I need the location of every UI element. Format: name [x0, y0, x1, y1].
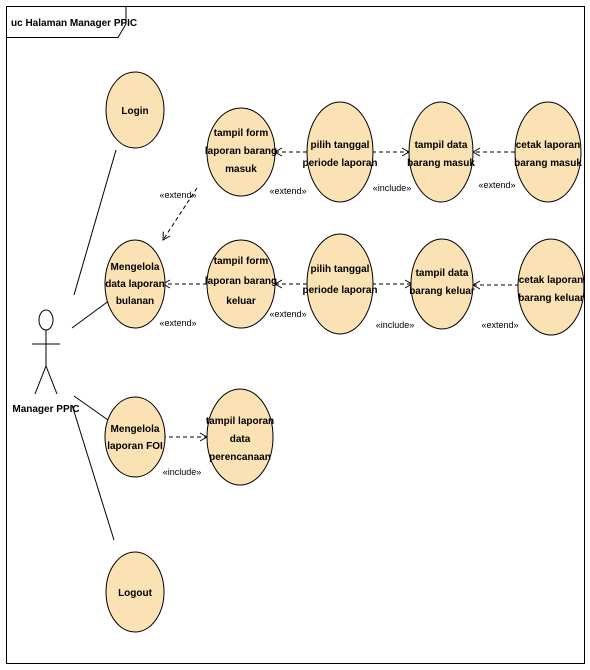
svg-text:keluar: keluar: [226, 296, 256, 307]
svg-text:barang masuk: barang masuk: [407, 158, 475, 169]
svg-text:pilih tanggal: pilih tanggal: [311, 140, 370, 151]
svg-text:barang keluar: barang keluar: [518, 293, 584, 304]
assoc-mengelola-data: [71, 299, 111, 329]
extend-label-5: «extend»: [269, 309, 306, 319]
svg-text:tampil form: tampil form: [214, 128, 269, 139]
usecase-tampil-form-laporan-barang-masuk: tampil form laporan barang masuk: [205, 107, 277, 197]
svg-text:cetak laporan: cetak laporan: [516, 140, 580, 151]
frame-title-tab: [6, 6, 127, 38]
svg-text:tampil laporan: tampil laporan: [206, 416, 274, 427]
usecase-logout: Logout: [105, 551, 165, 633]
extend-label-1: «extend»: [159, 190, 196, 200]
usecase-cetak-laporan-barang-masuk: cetak laporan barang masuk: [514, 101, 582, 203]
actor-figure: [32, 309, 60, 395]
svg-text:masuk: masuk: [225, 164, 257, 175]
svg-text:barang keluar: barang keluar: [409, 286, 475, 297]
assoc-login: [73, 149, 117, 296]
svg-text:laporan barang: laporan barang: [205, 146, 277, 157]
svg-text:tampil form: tampil form: [214, 256, 269, 267]
usecase-tampil-data-barang-masuk: tampil data barang masuk: [407, 101, 475, 203]
include-label-2: «include»: [376, 320, 415, 330]
usecase-tampil-form-laporan-barang-keluar: tampil form laporan barang keluar: [205, 239, 277, 329]
usecase-mengelola-laporan-foi: Mengelola laporan FOI: [104, 396, 166, 478]
usecase-tampil-data-barang-keluar: tampil data barang keluar: [409, 238, 475, 330]
svg-text:Mengelola: Mengelola: [111, 262, 160, 273]
usecase-cetak-laporan-barang-keluar: cetak laporan barang keluar: [517, 238, 585, 336]
actor-label: Manager PPIC: [12, 404, 79, 415]
include-label-3: «include»: [163, 467, 202, 477]
svg-text:laporan FOI: laporan FOI: [107, 441, 163, 452]
dep-form-masuk-to-mengelola: [162, 187, 198, 241]
usecase-pilih-tanggal-periode-laporan-keluar: pilih tanggal periode laporan: [302, 233, 378, 335]
diagram-frame: [6, 6, 585, 664]
svg-text:bulanan: bulanan: [116, 296, 154, 307]
diagram-title: uc Halaman Manager PPIC: [11, 18, 137, 29]
extend-label-3: «extend»: [478, 180, 515, 190]
svg-text:perencanaan: perencanaan: [209, 452, 271, 463]
svg-text:periode laporan: periode laporan: [302, 158, 377, 169]
svg-text:laporan barang: laporan barang: [205, 276, 277, 287]
svg-text:tampil data: tampil data: [416, 268, 469, 279]
svg-text:Logout: Logout: [118, 588, 153, 599]
extend-label-4: «extend»: [159, 318, 196, 328]
svg-text:pilih tanggal: pilih tanggal: [311, 264, 370, 275]
extend-label-6: «extend»: [481, 320, 518, 330]
assoc-logout: [71, 404, 115, 541]
svg-text:tampil data: tampil data: [415, 140, 468, 151]
usecase-pilih-tanggal-periode-laporan-masuk: pilih tanggal periode laporan: [302, 101, 378, 203]
usecase-tampil-laporan-data-perencanaan: tampil laporan data perencanaan: [206, 388, 274, 486]
svg-text:Mengelola: Mengelola: [111, 424, 160, 435]
assoc-mengelola-foi: [73, 395, 109, 421]
extend-label-2: «extend»: [269, 186, 306, 196]
svg-text:barang masuk: barang masuk: [514, 158, 582, 169]
usecase-login: Login: [105, 71, 165, 149]
svg-text:cetak laporan: cetak laporan: [519, 275, 583, 286]
svg-text:Login: Login: [121, 106, 148, 117]
include-label-1: «include»: [373, 183, 412, 193]
svg-text:periode laporan: periode laporan: [302, 285, 377, 296]
svg-text:data laporan: data laporan: [105, 279, 164, 290]
usecase-mengelola-data-laporan-bulanan: Mengelola data laporan bulanan: [104, 239, 166, 329]
svg-text:data: data: [230, 434, 251, 445]
